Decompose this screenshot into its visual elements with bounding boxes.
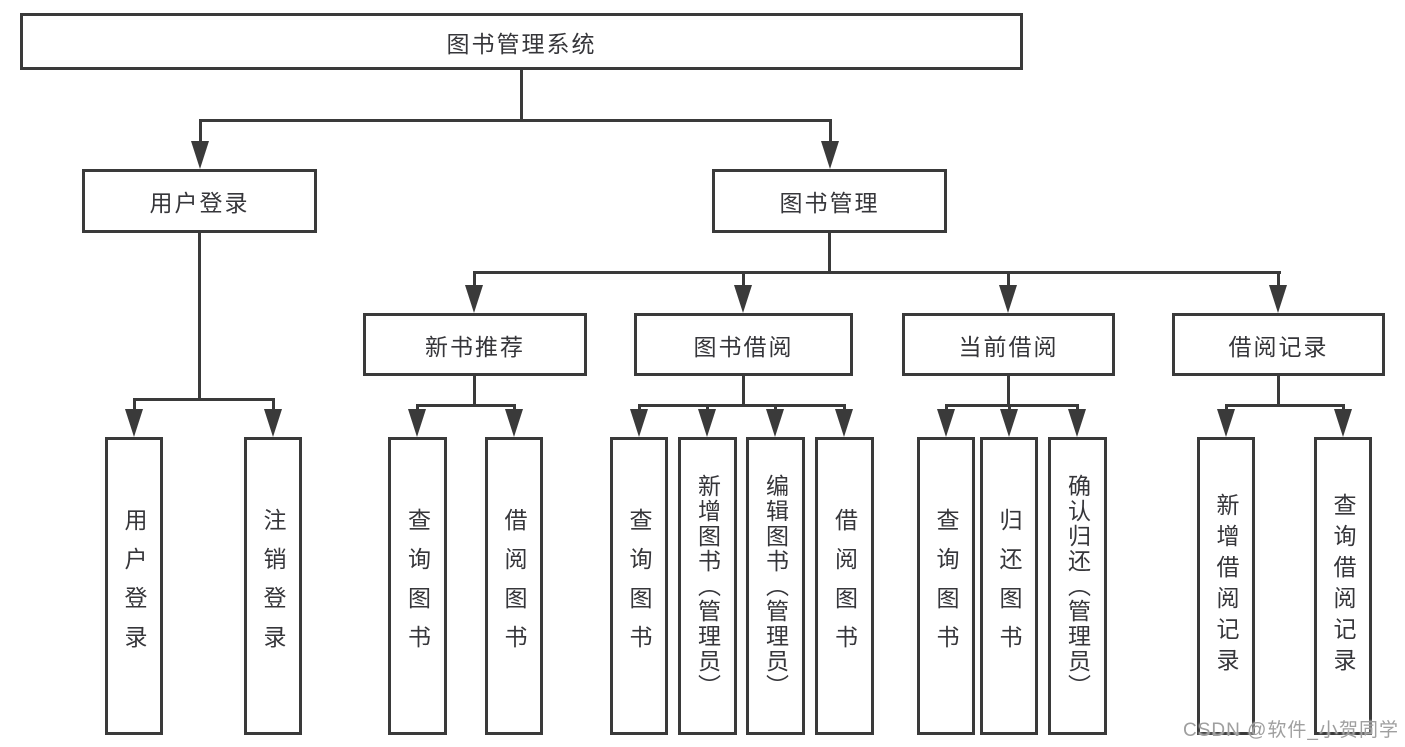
connector-line (473, 271, 1281, 274)
connector-line (828, 233, 831, 274)
arrowhead-icon (1334, 409, 1352, 437)
connector-line (272, 398, 275, 414)
leaf-add-borrow-record: 新增借阅记录 (1197, 437, 1255, 735)
node-book-management: 图书管理 (712, 169, 947, 233)
leaf-logout: 注销登录 (244, 437, 302, 735)
arrowhead-icon (1269, 285, 1287, 313)
arrowhead-icon (835, 409, 853, 437)
node-borrowing-records: 借阅记录 (1172, 313, 1385, 376)
connector-line (199, 119, 202, 149)
arrowhead-icon (1217, 409, 1235, 437)
node-new-book-recommendation: 新书推荐 (363, 313, 587, 376)
leaf-query-borrow-record: 查询借阅记录 (1314, 437, 1372, 735)
arrowhead-icon (937, 409, 955, 437)
arrowhead-icon (698, 409, 716, 437)
connector-line (473, 271, 476, 289)
leaf-query-books-recommend: 查询图书 (388, 437, 447, 735)
leaf-query-books-borrowing: 查询图书 (610, 437, 668, 735)
connector-line (133, 398, 275, 401)
connector-line (1277, 271, 1280, 289)
connector-line (133, 398, 136, 414)
leaf-confirm-return-admin: 确认归还（管理员） (1048, 437, 1107, 735)
arrowhead-icon (264, 409, 282, 437)
connector-line (199, 119, 832, 122)
arrowhead-icon (821, 141, 839, 169)
node-book-borrowing: 图书借阅 (634, 313, 853, 376)
connector-line (1007, 271, 1010, 289)
watermark: CSDN @软件_小贺同学 (1183, 720, 1399, 741)
arrowhead-icon (465, 285, 483, 313)
arrowhead-icon (1000, 409, 1018, 437)
leaf-borrow-books: 借阅图书 (815, 437, 874, 735)
connector-line (742, 376, 745, 407)
arrowhead-icon (125, 409, 143, 437)
connector-line (742, 271, 745, 289)
arrowhead-icon (505, 409, 523, 437)
leaf-borrow-books-recommend: 借阅图书 (485, 437, 543, 735)
leaf-edit-book-admin: 编辑图书（管理员） (746, 437, 805, 735)
connector-line (520, 68, 523, 122)
leaf-query-books-current: 查询图书 (917, 437, 975, 735)
arrowhead-icon (766, 409, 784, 437)
arrowhead-icon (191, 141, 209, 169)
connector-line (638, 404, 846, 407)
arrowhead-icon (999, 285, 1017, 313)
connector-line (1007, 376, 1010, 407)
connector-line (473, 376, 476, 407)
leaf-return-book: 归还图书 (980, 437, 1038, 735)
leaf-user-login: 用户登录 (105, 437, 163, 735)
connector-line (198, 233, 201, 401)
connector-line (1225, 404, 1345, 407)
node-current-borrowing: 当前借阅 (902, 313, 1115, 376)
arrowhead-icon (408, 409, 426, 437)
arrowhead-icon (734, 285, 752, 313)
connector-line (829, 119, 832, 149)
node-library-system: 图书管理系统 (20, 13, 1023, 70)
arrowhead-icon (630, 409, 648, 437)
leaf-add-book-admin: 新增图书（管理员） (678, 437, 737, 735)
connector-line (945, 404, 1079, 407)
connector-line (1277, 376, 1280, 407)
connector-line (416, 404, 516, 407)
arrowhead-icon (1068, 409, 1086, 437)
node-user-login: 用户登录 (82, 169, 317, 233)
